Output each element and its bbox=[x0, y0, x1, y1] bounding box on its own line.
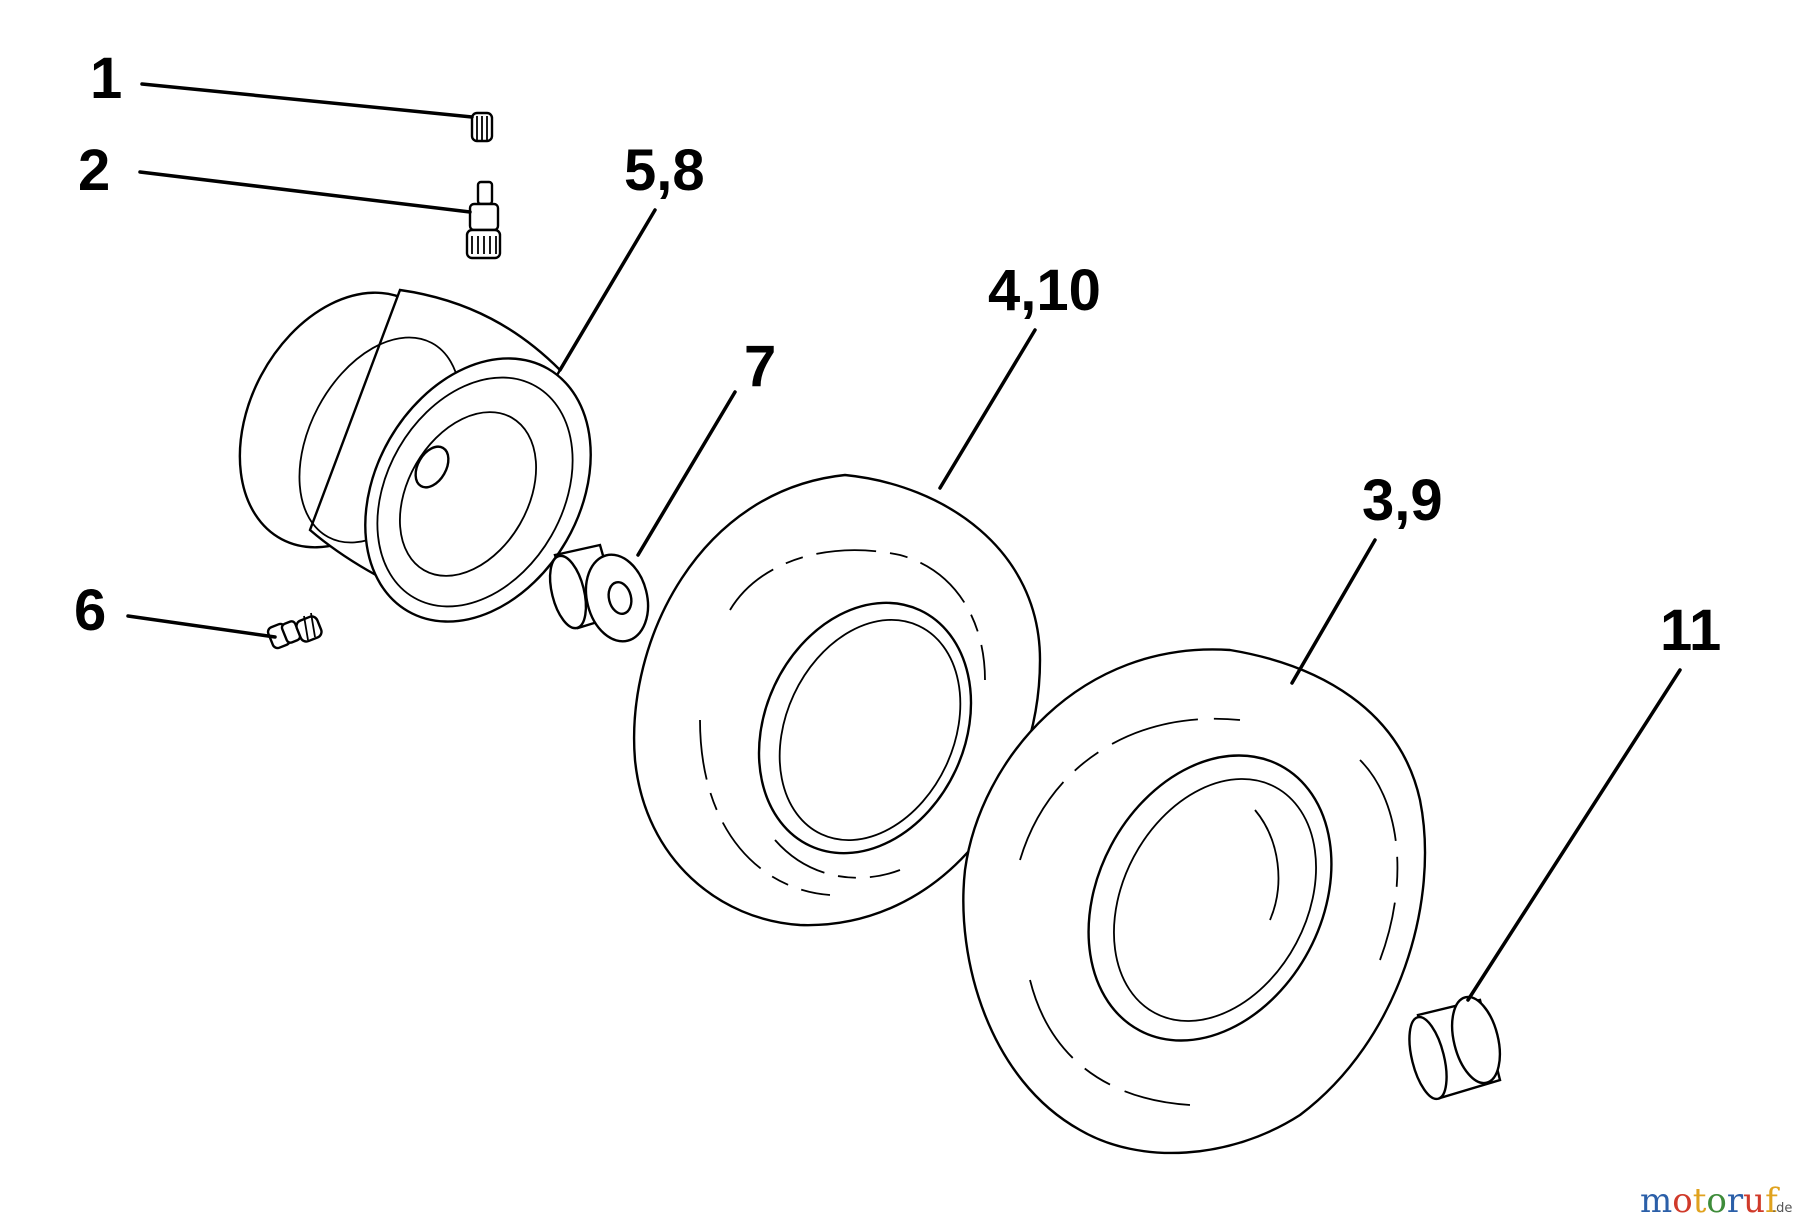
watermark-logo: motoruf .de bbox=[1640, 1181, 1792, 1221]
watermark-suffix: .de bbox=[1772, 1201, 1792, 1216]
leader-1 bbox=[140, 82, 474, 119]
watermark-text: motoruf bbox=[1640, 1181, 1780, 1221]
leader-11 bbox=[1466, 668, 1682, 1002]
leader-7 bbox=[636, 390, 737, 557]
leader-39 bbox=[1290, 538, 1377, 685]
part-valve-cap bbox=[470, 111, 494, 143]
part-bushing bbox=[548, 543, 650, 643]
callout-1: 1 bbox=[90, 46, 122, 111]
leader-lines bbox=[126, 82, 1682, 1002]
watermark-letter: o bbox=[1706, 1181, 1726, 1221]
part-hub-cap bbox=[1408, 995, 1502, 1101]
watermark-letter: r bbox=[1727, 1181, 1744, 1221]
callout-2: 2 bbox=[78, 138, 110, 203]
callout-3-9: 3,9 bbox=[1362, 468, 1443, 533]
watermark-letter: t bbox=[1693, 1181, 1707, 1221]
leader-58 bbox=[558, 208, 657, 372]
part-tire-a bbox=[632, 473, 1042, 927]
watermark-letter: f bbox=[1765, 1181, 1780, 1221]
leader-6 bbox=[126, 614, 277, 639]
watermark-letter: m bbox=[1640, 1181, 1672, 1221]
leader-2 bbox=[138, 170, 472, 214]
watermark-letter: o bbox=[1672, 1181, 1692, 1221]
part-tire-b bbox=[962, 648, 1427, 1155]
watermark-letter: u bbox=[1743, 1181, 1765, 1221]
callout-5-8: 5,8 bbox=[624, 138, 705, 203]
leader-410 bbox=[938, 328, 1037, 490]
callout-4-10: 4,10 bbox=[988, 258, 1101, 323]
callout-labels: 1 2 5,8 4,10 7 3,9 6 11 bbox=[74, 46, 1721, 663]
part-grease-fitting bbox=[266, 612, 323, 650]
callout-11: 11 bbox=[1660, 598, 1721, 663]
part-wheel-rim bbox=[238, 288, 592, 623]
part-valve-stem bbox=[465, 180, 502, 260]
callout-7: 7 bbox=[744, 334, 776, 399]
callout-6: 6 bbox=[74, 578, 106, 643]
